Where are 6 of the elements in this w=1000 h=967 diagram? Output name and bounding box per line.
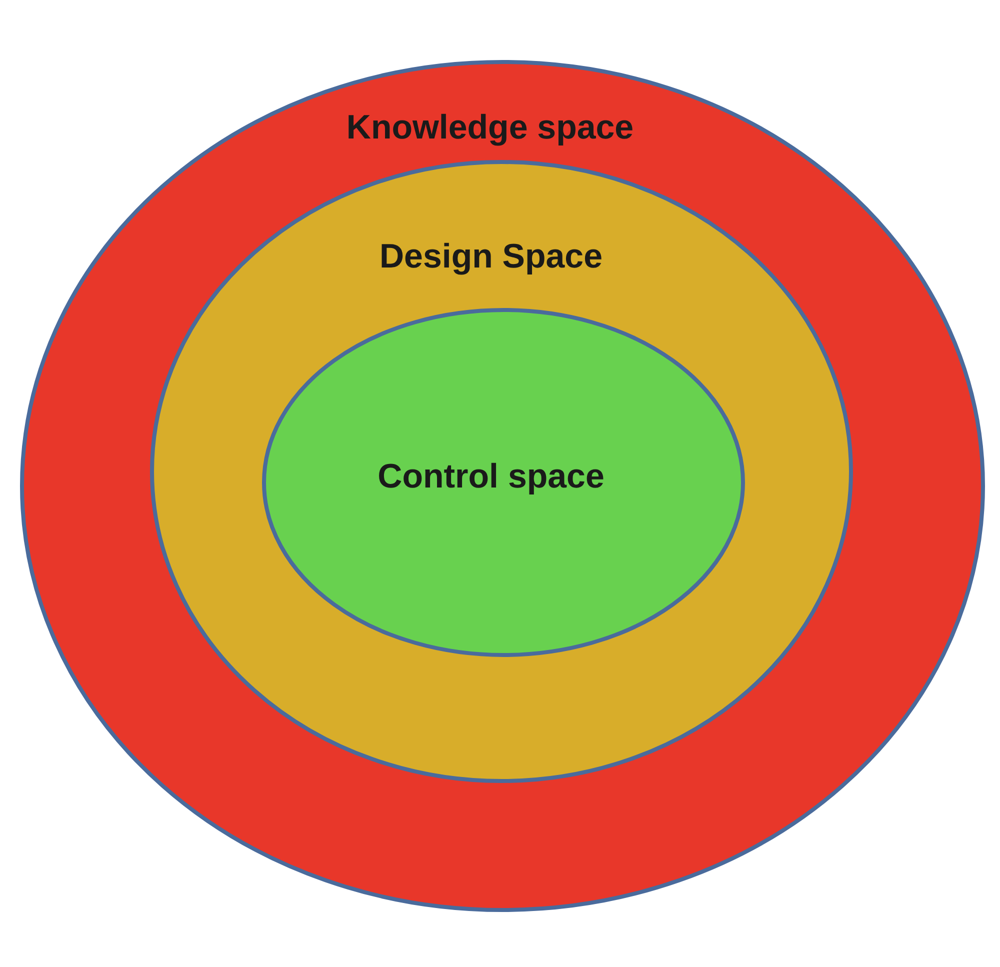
ellipse-region [262,308,745,657]
region-label: Control space [378,458,604,496]
region-label: Design Space [380,238,602,276]
ellipse-region [150,160,853,783]
ellipse-region [20,60,985,912]
region-label: Knowledge space [346,108,634,148]
